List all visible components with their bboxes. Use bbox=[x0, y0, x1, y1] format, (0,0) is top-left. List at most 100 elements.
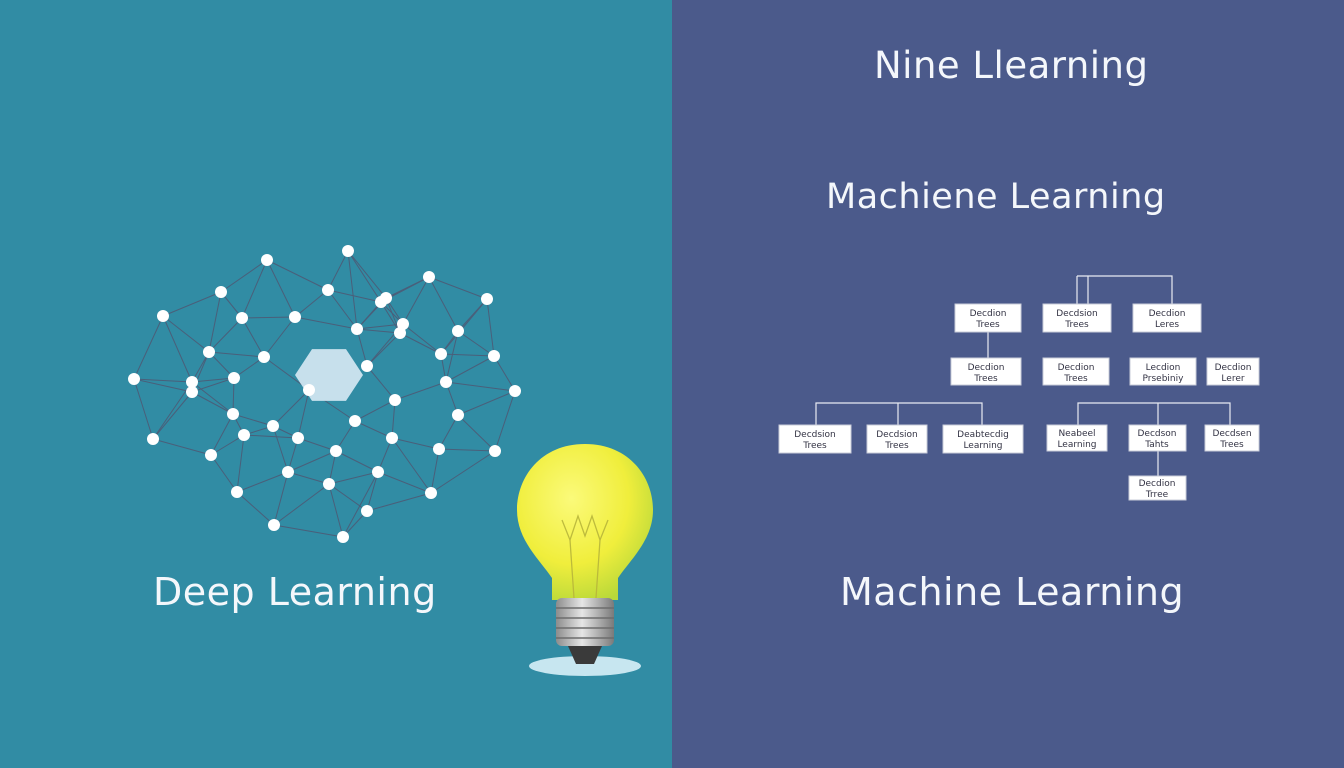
network-node bbox=[261, 254, 273, 266]
network-edge bbox=[391, 437, 440, 450]
top-title: Nine Llearning bbox=[874, 44, 1149, 87]
network-edge bbox=[208, 291, 222, 353]
network-edge bbox=[272, 425, 289, 473]
network-node bbox=[236, 312, 248, 324]
network-node bbox=[337, 531, 349, 543]
network-edge bbox=[210, 434, 245, 456]
svg-text:Lecdion: Lecdion bbox=[1146, 363, 1181, 373]
network-edge bbox=[457, 330, 495, 357]
network-edge bbox=[327, 289, 382, 303]
network-edge bbox=[391, 437, 432, 494]
network-edge bbox=[191, 377, 235, 383]
network-edge bbox=[236, 471, 289, 493]
network-node bbox=[394, 327, 406, 339]
network-edge bbox=[152, 381, 193, 440]
network-edge bbox=[152, 391, 193, 440]
network-edge bbox=[191, 381, 234, 415]
network-node bbox=[509, 385, 521, 397]
network-edge bbox=[366, 492, 432, 512]
network-node bbox=[303, 384, 315, 396]
network-edge bbox=[191, 391, 234, 415]
network-edge bbox=[385, 297, 401, 334]
network-node bbox=[342, 245, 354, 257]
svg-text:Decdsion: Decdsion bbox=[876, 430, 918, 440]
svg-text:Neabeel: Neabeel bbox=[1058, 429, 1095, 439]
svg-text:Learning: Learning bbox=[1057, 440, 1096, 450]
network-edge bbox=[494, 390, 516, 452]
network-edge bbox=[445, 381, 516, 392]
network-node bbox=[157, 310, 169, 322]
network-node bbox=[258, 351, 270, 363]
network-nodes bbox=[128, 245, 521, 543]
svg-text:Decdion: Decdion bbox=[1139, 479, 1176, 489]
network-edge bbox=[399, 332, 442, 355]
network-edge bbox=[342, 471, 379, 538]
network-edge bbox=[133, 315, 164, 380]
network-edge bbox=[493, 355, 516, 392]
network-node bbox=[147, 433, 159, 445]
deep-learning-panel: Deep Learning bbox=[0, 0, 672, 768]
svg-text:Trees: Trees bbox=[802, 441, 827, 451]
network-edge bbox=[162, 315, 210, 353]
network-node bbox=[282, 466, 294, 478]
neural-network-graphic bbox=[128, 245, 521, 543]
network-node bbox=[330, 445, 342, 457]
network-node bbox=[435, 348, 447, 360]
svg-text:Trees: Trees bbox=[975, 320, 1000, 330]
network-edge bbox=[394, 381, 447, 401]
network-edge bbox=[445, 355, 495, 383]
network-node bbox=[452, 325, 464, 337]
svg-text:Decdsion: Decdsion bbox=[794, 430, 836, 440]
machine-learning-title: Machine Learning bbox=[840, 570, 1185, 614]
network-edge bbox=[162, 291, 222, 317]
network-node bbox=[386, 432, 398, 444]
network-node bbox=[488, 350, 500, 362]
svg-text:Trees: Trees bbox=[884, 441, 909, 451]
network-edge bbox=[457, 414, 496, 452]
network-edge bbox=[402, 323, 442, 355]
network-edge bbox=[440, 353, 495, 357]
network-edge bbox=[243, 434, 299, 439]
network-edge bbox=[233, 356, 265, 379]
network-edge bbox=[438, 448, 496, 452]
network-edge bbox=[241, 259, 268, 319]
network-edge bbox=[236, 491, 275, 526]
svg-text:Trees: Trees bbox=[1219, 440, 1244, 450]
network-edge bbox=[354, 399, 396, 422]
network-edge bbox=[430, 448, 440, 494]
network-edge bbox=[133, 378, 193, 383]
network-node bbox=[215, 286, 227, 298]
network-node bbox=[186, 376, 198, 388]
svg-text:Learning: Learning bbox=[963, 441, 1002, 451]
network-edge bbox=[486, 298, 495, 357]
network-edge bbox=[391, 399, 396, 439]
network-node bbox=[440, 376, 452, 388]
network-node bbox=[128, 373, 140, 385]
network-edge bbox=[402, 276, 430, 325]
network-edge bbox=[210, 413, 234, 456]
network-edge bbox=[297, 437, 337, 452]
network-node bbox=[322, 284, 334, 296]
svg-text:Decdsion: Decdsion bbox=[1056, 309, 1098, 319]
network-edge bbox=[272, 389, 310, 427]
network-edge bbox=[208, 317, 243, 353]
network-node bbox=[231, 486, 243, 498]
network-edge bbox=[327, 250, 349, 291]
network-edge bbox=[347, 250, 358, 330]
network-edge bbox=[366, 365, 396, 401]
network-edge bbox=[366, 332, 401, 367]
svg-text:Trees: Trees bbox=[1064, 320, 1089, 330]
network-node bbox=[289, 311, 301, 323]
network-edge bbox=[232, 377, 235, 415]
